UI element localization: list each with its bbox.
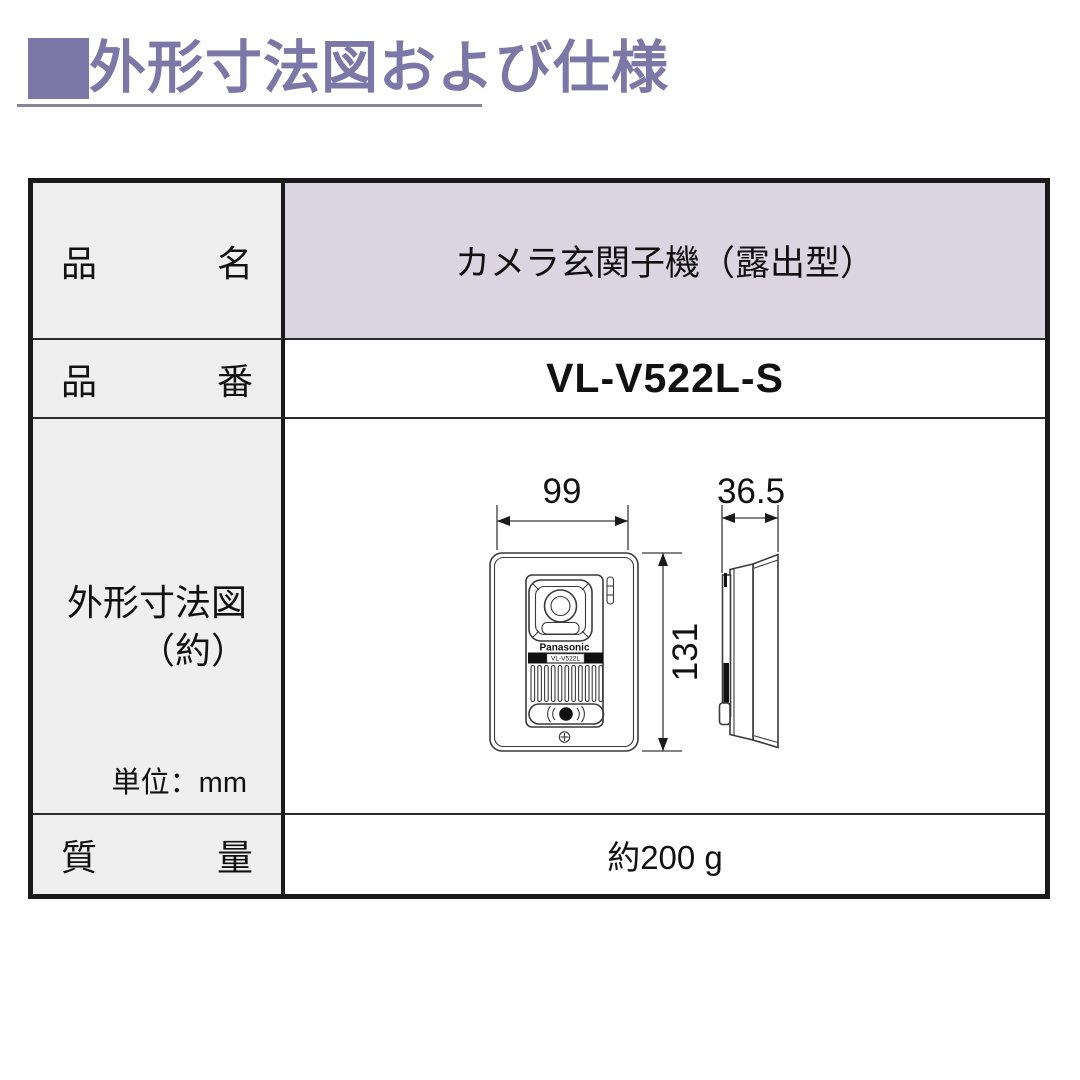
camera-lens-inner (550, 595, 571, 617)
side-body-seam (752, 559, 779, 570)
model-number-label: 品番 (61, 360, 253, 402)
screw (558, 731, 571, 743)
row-model-number-value-cell: VL-V522L-S (285, 338, 1045, 417)
row-product-name-value-cell: カメラ玄関子機（露出型） (285, 183, 1045, 338)
dimensions-label-note: （約） (138, 629, 247, 671)
row-model-number-label-cell: 品番 (33, 338, 285, 417)
weight-label: 質量 (61, 836, 253, 878)
page-title: 外形寸法図および仕様 (89, 35, 669, 100)
camera-corner-mark (581, 583, 589, 591)
dimensions-label: 外形寸法図 (66, 582, 247, 623)
row-weight-value-cell: 約200 g (285, 813, 1045, 894)
front-inner-outline (493, 556, 635, 748)
speaker-grille (530, 664, 604, 703)
lens-lower-trim (541, 621, 580, 635)
product-name-label: 品名 (61, 242, 253, 284)
title-underline (17, 104, 482, 107)
width-value: 99 (543, 472, 582, 511)
side-view (718, 553, 779, 749)
model-number-value: VL-V522L-S (546, 355, 784, 401)
side-body-seam (752, 734, 779, 744)
front-panel (525, 574, 604, 728)
row-weight-label-cell: 質量 (33, 813, 285, 894)
model-label-plate (546, 653, 585, 663)
weight-value: 約200 g (607, 838, 723, 876)
button-arc (576, 707, 580, 721)
depth-value: 36.5 (717, 472, 785, 511)
height-value: 131 (666, 623, 705, 681)
call-button-bar (528, 703, 605, 725)
row-product-name-label-cell: 品名 (33, 183, 285, 338)
section-header: 外形寸法図および仕様 (28, 36, 669, 100)
button-arc (547, 705, 551, 723)
side-gasket-bar (723, 663, 729, 703)
camera-corner-mark (532, 630, 540, 638)
dimension-diagram: Panasonic VL-V522L (489, 472, 785, 752)
front-view: Panasonic VL-V522L (489, 552, 639, 752)
height-dimension: 131 (642, 552, 705, 752)
model-label-text: VL-V522L (551, 656, 580, 663)
button-arc (581, 705, 585, 723)
product-name-value: カメラ玄関子機（露出型） (454, 244, 875, 283)
dimensions-label-block: 外形寸法図 （約） (67, 579, 247, 674)
width-dimension: 99 (496, 472, 629, 550)
unit-note: 単位：mm (111, 767, 247, 799)
camera-corner-mark (532, 583, 540, 591)
row-dimensions-label-cell: 外形寸法図 （約） 単位：mm (33, 417, 285, 813)
title-bullet-square (28, 37, 89, 99)
brand-text: Panasonic (539, 643, 589, 654)
call-button (559, 707, 573, 721)
depth-dimension: 36.5 (717, 472, 785, 573)
side-top-tick (724, 573, 727, 587)
led-indicator (606, 576, 615, 605)
button-arc (552, 707, 556, 721)
row-dimensions-diagram-cell: Panasonic VL-V522L (285, 417, 1045, 813)
camera-corner-mark (581, 630, 589, 638)
camera-bezel-outer (528, 579, 593, 642)
side-bottom-foot (718, 702, 731, 726)
side-mid-slab (729, 562, 754, 742)
spec-table: 品名 カメラ玄関子機（露出型） 品番 VL-V522L-S 外形寸法図 （約） … (28, 178, 1050, 899)
side-body (752, 553, 779, 749)
